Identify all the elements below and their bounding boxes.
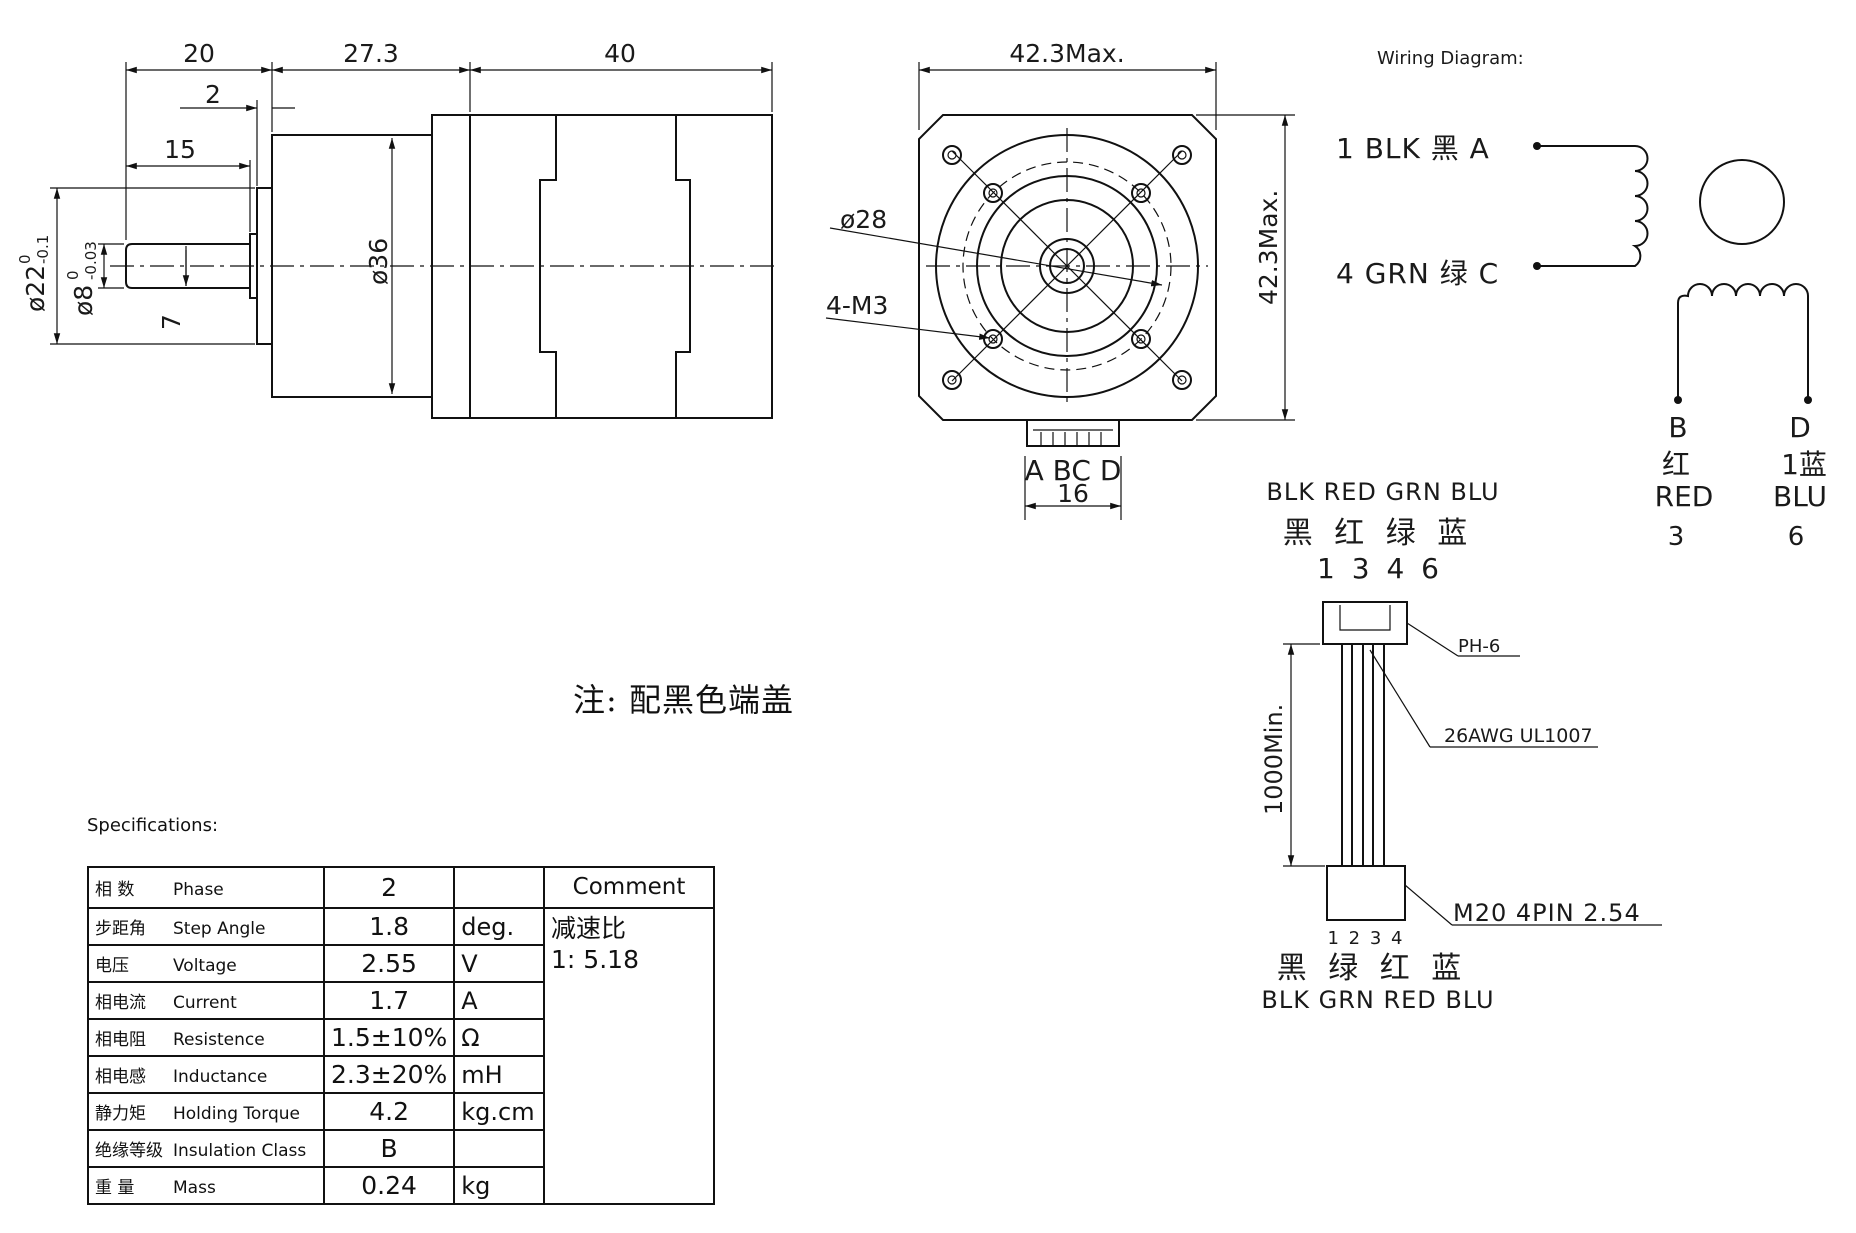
- dia-8-tol-lower: -0.03: [82, 241, 100, 280]
- spec-unit: mH: [453, 1055, 546, 1094]
- cable-top-colors-en: BLK RED GRN BLU: [1266, 478, 1499, 506]
- connector-pin-labels: A BC D: [1025, 454, 1122, 487]
- spec-value: 1.7: [322, 981, 456, 1020]
- boss: [256, 187, 273, 345]
- spec-unit: deg.: [453, 907, 546, 946]
- pin-d-en: BLU: [1773, 480, 1827, 513]
- width-max: 42.3Max.: [1009, 39, 1124, 68]
- connector-ph6: [1322, 601, 1408, 645]
- connector: [1026, 420, 1120, 447]
- coil-b-d: [1677, 283, 1809, 400]
- comment-header: Comment: [543, 866, 715, 909]
- spec-value: 2.3±20%: [322, 1055, 456, 1094]
- height-max: 42.3Max.: [1254, 190, 1283, 305]
- pin-d: D: [1789, 411, 1811, 444]
- dim-20: 20: [183, 39, 215, 68]
- spec-value: 2: [322, 866, 456, 909]
- pin-b-num: 3: [1668, 522, 1685, 552]
- cable-bottom-colors-zh: 黑 绿 红 蓝: [1277, 951, 1468, 986]
- pin-d-num: 6: [1788, 522, 1805, 552]
- wire-c-label: 4 GRN 绿 C: [1336, 257, 1499, 290]
- pin-b-zh: 红: [1662, 448, 1690, 481]
- front-view: A BC D 16 42.3Max. 42.3Max. ø28 4-M3: [825, 39, 1295, 520]
- cable-diagram: BLK RED GRN BLU 黑 红 绿 蓝 1 3 4 6 PH-6 26A…: [1260, 478, 1662, 1014]
- dim-27-3: 27.3: [343, 39, 399, 68]
- dia-22: ø22: [21, 265, 50, 312]
- connector-m20: [1326, 865, 1406, 921]
- wiring-title: Wiring Diagram:: [1377, 48, 1524, 69]
- bottom-pin-numbers: 1 2 3 4: [1328, 928, 1405, 949]
- label-wire-spec: 26AWG UL1007: [1444, 725, 1593, 747]
- label-ph6: PH-6: [1458, 636, 1500, 657]
- dim-2: 2: [205, 80, 221, 109]
- dia-22-tol-upper: 0: [16, 254, 34, 264]
- dia-8-tol-upper: 0: [64, 270, 82, 280]
- cable-bottom-colors-en: BLK GRN RED BLU: [1261, 986, 1494, 1014]
- spec-unit: kg.cm: [453, 1092, 546, 1131]
- pin-b-en: RED: [1655, 480, 1714, 513]
- mounting-holes: [942, 145, 1192, 390]
- wiring-diagram: Wiring Diagram: 1 BLK 黑 A 4 GRN 绿 C B D …: [1336, 48, 1827, 552]
- spec-unit: [453, 866, 546, 909]
- comment-reduction-label: 减速比: [551, 914, 627, 943]
- spec-value: 0.24: [322, 1166, 456, 1205]
- holes-4-m3: 4-M3: [826, 291, 888, 320]
- spec-unit: A: [453, 981, 546, 1020]
- note-black-end-cap: 注: 配黑色端盖: [573, 681, 794, 719]
- dim-7: 7: [157, 314, 186, 330]
- spec-value: 1.5±10%: [322, 1018, 456, 1057]
- dia-8: ø8: [69, 285, 98, 316]
- dim-40: 40: [604, 39, 636, 68]
- comment-cell: 减速比 1: 5.18: [543, 907, 715, 1205]
- cable-top-colors-zh: 黑 红 绿 蓝: [1283, 516, 1474, 551]
- dia-22-tol-lower: -0.1: [34, 235, 52, 264]
- spec-value: B: [322, 1129, 456, 1168]
- cable-length: 1000Min.: [1260, 704, 1288, 815]
- wire-a-label: 1 BLK 黑 A: [1336, 132, 1490, 165]
- spec-value: 2.55: [322, 944, 456, 983]
- dia-28: ø28: [840, 205, 887, 234]
- spec-unit: [453, 1129, 546, 1168]
- front-flange: [918, 114, 1217, 421]
- rotor-circle: [1699, 159, 1785, 245]
- spec-unit: V: [453, 944, 546, 983]
- specifications-title: Specifications:: [87, 815, 219, 836]
- spec-unit: Ω: [453, 1018, 546, 1057]
- dia-36: ø36: [364, 238, 393, 285]
- coil-a-c: [1537, 145, 1649, 267]
- side-view: 20 27.3 40 2 15 ø22 0 -0.1 ø8 0 -0.03: [16, 39, 780, 419]
- dim-15: 15: [164, 135, 196, 164]
- cable-top-numbers: 1 3 4 6: [1317, 552, 1443, 585]
- spec-unit: kg: [453, 1166, 546, 1205]
- spec-value: 1.8: [322, 907, 456, 946]
- pin-d-zh: 1蓝: [1781, 448, 1827, 481]
- label-m20: M20 4PIN 2.54: [1453, 899, 1641, 927]
- comment-reduction-ratio: 1: 5.18: [551, 945, 639, 974]
- connector-width: 16: [1057, 479, 1089, 508]
- pin-b: B: [1668, 411, 1687, 444]
- spec-value: 4.2: [322, 1092, 456, 1131]
